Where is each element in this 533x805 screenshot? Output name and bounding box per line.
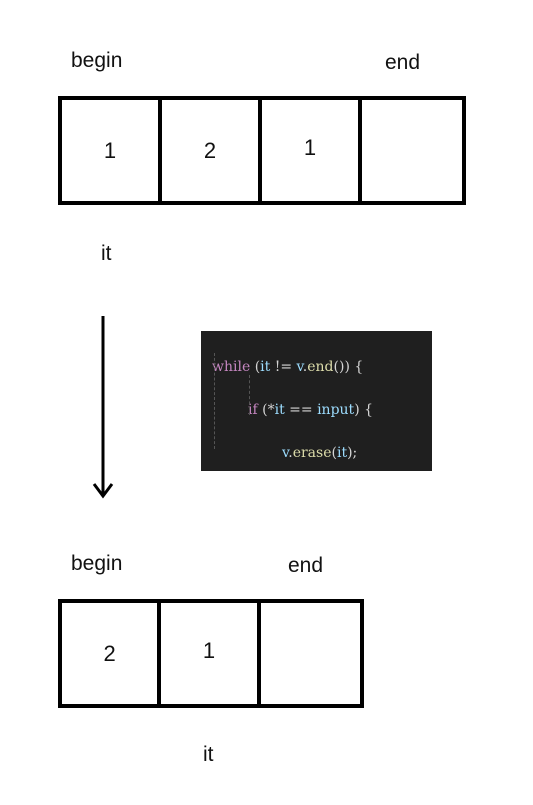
code-line-erase: v.erase(it); bbox=[212, 443, 432, 465]
code-operator: != bbox=[270, 358, 297, 375]
top-cell-1: 1 bbox=[62, 100, 162, 201]
code-function: erase bbox=[292, 444, 332, 461]
bottom-end-label: end bbox=[288, 554, 324, 577]
code-variable: it bbox=[336, 444, 348, 461]
indent-guide bbox=[249, 375, 250, 415]
top-cell-4 bbox=[362, 100, 462, 201]
code-text: (* bbox=[257, 401, 275, 418]
top-cell-2: 2 bbox=[162, 100, 262, 201]
code-text: ) { bbox=[354, 401, 374, 418]
bottom-vector: 2 1 bbox=[58, 599, 364, 708]
top-end-label: end bbox=[385, 51, 421, 74]
top-begin-label: begin bbox=[71, 49, 123, 72]
code-variable: it bbox=[260, 358, 271, 375]
code-text: . bbox=[288, 444, 293, 461]
down-arrow-icon bbox=[92, 316, 114, 499]
top-vector: 1 2 1 bbox=[58, 96, 466, 205]
code-variable: input bbox=[317, 401, 355, 418]
code-text: ); bbox=[347, 444, 358, 461]
code-variable: it bbox=[274, 401, 285, 418]
code-variable: v bbox=[282, 444, 289, 461]
indent-guide bbox=[214, 353, 215, 449]
bottom-begin-label: begin bbox=[71, 552, 123, 575]
top-it-label: it bbox=[101, 242, 112, 265]
code-operator: == bbox=[284, 401, 318, 418]
code-keyword: if bbox=[248, 401, 258, 418]
code-text: ( bbox=[331, 444, 337, 461]
bottom-it-label: it bbox=[203, 743, 214, 766]
code-snippet: while (it != v.end()) { if (*it == input… bbox=[201, 331, 432, 471]
code-text: ()) { bbox=[333, 358, 364, 375]
code-keyword: while bbox=[212, 358, 251, 375]
code-function: end bbox=[307, 358, 334, 375]
code-text: . bbox=[302, 358, 308, 375]
code-line-while: while (it != v.end()) { bbox=[212, 357, 432, 379]
bottom-cell-1: 2 bbox=[62, 603, 162, 704]
code-text: ( bbox=[250, 358, 261, 375]
code-variable: v bbox=[296, 358, 303, 375]
code-line-if: if (*it == input) { bbox=[212, 400, 432, 422]
bottom-cell-2: 1 bbox=[161, 603, 261, 704]
bottom-cell-3 bbox=[261, 603, 360, 704]
top-cell-3: 1 bbox=[262, 100, 362, 201]
